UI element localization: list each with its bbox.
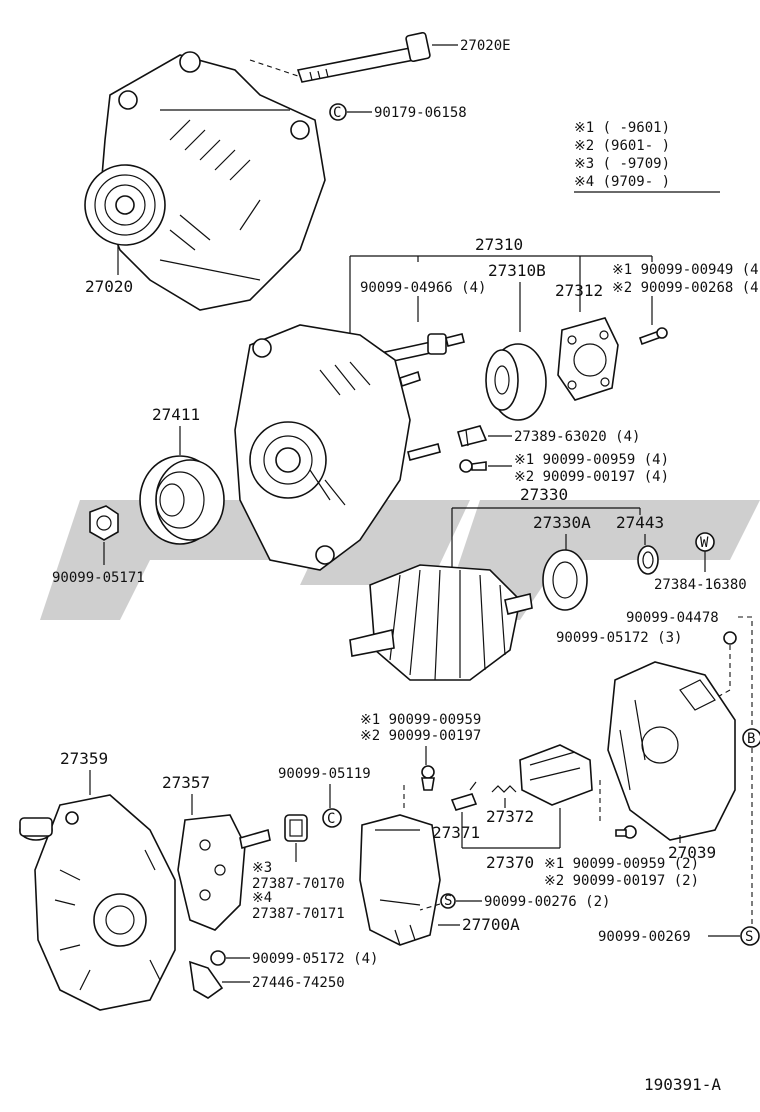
label-90099-00959-c: ※1 90099-00959 (2) [544,856,699,872]
label-27700A: 27700A [462,915,520,934]
rectifier-27357 [177,814,271,931]
label-27359: 27359 [60,749,108,768]
label-90099-05171: 90099-05171 [52,570,145,586]
label-27443: 27443 [616,513,664,532]
legend-line-4: ※4 (9709- ) [574,174,670,190]
brush-holder-27370 [519,744,593,806]
marker-S-small: S [440,893,456,909]
rear-frame-27359 [34,794,176,1011]
bushing [19,817,53,841]
label-27310B: 27310B [488,261,546,280]
screw-90099-00949 [638,327,668,346]
label-90099-05172-b: 90099-05172 (4) [252,951,378,967]
spring-27372 [491,785,517,793]
screw-90099-00959-a [459,459,487,473]
label-27039: 27039 [668,843,716,862]
label-27330A: 27330A [533,513,591,532]
label-27020: 27020 [85,277,133,296]
ring-27443 [637,545,659,575]
label-90099-00197-a: ※2 90099-00197 (4) [514,469,669,485]
label-90179-06158: 90179-06158 [374,105,467,121]
label-90099-00276: 90099-00276 (2) [484,894,610,910]
legend-line-2: ※2 (9601- ) [574,138,670,154]
legend-line-3: ※3 ( -9709) [574,156,670,172]
terminal-27389-63020 [457,425,488,447]
svg-text:W: W [700,535,709,551]
svg-text:B: B [747,731,755,747]
label-27330: 27330 [520,485,568,504]
label-27370: 27370 [486,853,534,872]
label-90099-05119: 90099-05119 [278,766,371,782]
insulator-27446-74250 [189,960,224,999]
label-90099-00197-b: ※2 90099-00197 [360,728,481,744]
figure-id: 190391-A [644,1075,721,1094]
note-4: ※4 [252,890,272,906]
terminal-27387 [284,814,308,842]
washer-90099-05172-a [723,631,737,645]
regulator-27700A [359,814,441,946]
label-90099-04478: 90099-04478 [626,610,719,626]
bearing-27330A [542,549,588,611]
marker-C2: C [327,811,335,827]
screw-90099-00959-c [615,825,637,839]
stud-bolt [383,333,465,363]
bolt-27020E [296,31,431,83]
svg-text:S: S [444,893,452,909]
label-90099-00269: 90099-00269 [598,929,691,945]
rotor-27330 [349,564,533,681]
note-3: ※3 [252,860,272,876]
marker-S-right: S [740,926,760,946]
label-27312: 27312 [555,281,603,300]
label-27389-63020: 27389-63020 (4) [514,429,640,445]
svg-text:S: S [745,929,753,945]
nut-90099-05119: C [322,808,342,828]
bearing-27310B [485,343,547,421]
nut-90099-05171 [89,505,119,541]
screw-90099-00959-b [421,765,435,791]
label-90099-04966: 90099-04966 (4) [360,280,486,296]
label-27020E: 27020E [460,38,511,54]
marker-B: B [742,728,760,748]
plate-27312 [557,317,619,401]
rear-cover-27039 [607,661,736,841]
legend-block: ※1 ( -9601) ※2 (9601- ) ※3 ( -9709) ※4 (… [574,120,720,193]
washer-90099-05172-b [210,950,226,966]
label-90099-00959-a: ※1 90099-00959 (4) [514,452,669,468]
label-27411: 27411 [152,405,200,424]
label-27387-70171: 27387-70171 [252,906,345,922]
label-27446-74250: 27446-74250 [252,975,345,991]
nut-90179-06158: C [329,103,347,121]
marker-W: W [695,532,715,552]
label-27372: 27372 [486,807,534,826]
label-27357: 27357 [162,773,210,792]
drive-end-frame [234,324,441,571]
alternator-assembly-27020 [84,51,326,311]
label-90099-00268: ※2 90099-00268 (4) [612,280,760,296]
label-90099-05172-a: 90099-05172 (3) [556,630,682,646]
label-27371: 27371 [432,823,480,842]
label-90099-00197-c: ※2 90099-00197 (2) [544,873,699,889]
label-27387-70170: 27387-70170 [252,876,345,892]
pulley-27411 [139,455,225,545]
label-27310: 27310 [475,235,523,254]
label-27384-16380: 27384-16380 [654,577,747,593]
label-90099-00949: ※1 90099-00949 (4) [612,262,760,278]
brush-27371 [450,781,478,811]
label-90099-00959-b: ※1 90099-00959 [360,712,481,728]
marker-C1: C [333,105,341,121]
legend-line-1: ※1 ( -9601) [574,120,670,136]
